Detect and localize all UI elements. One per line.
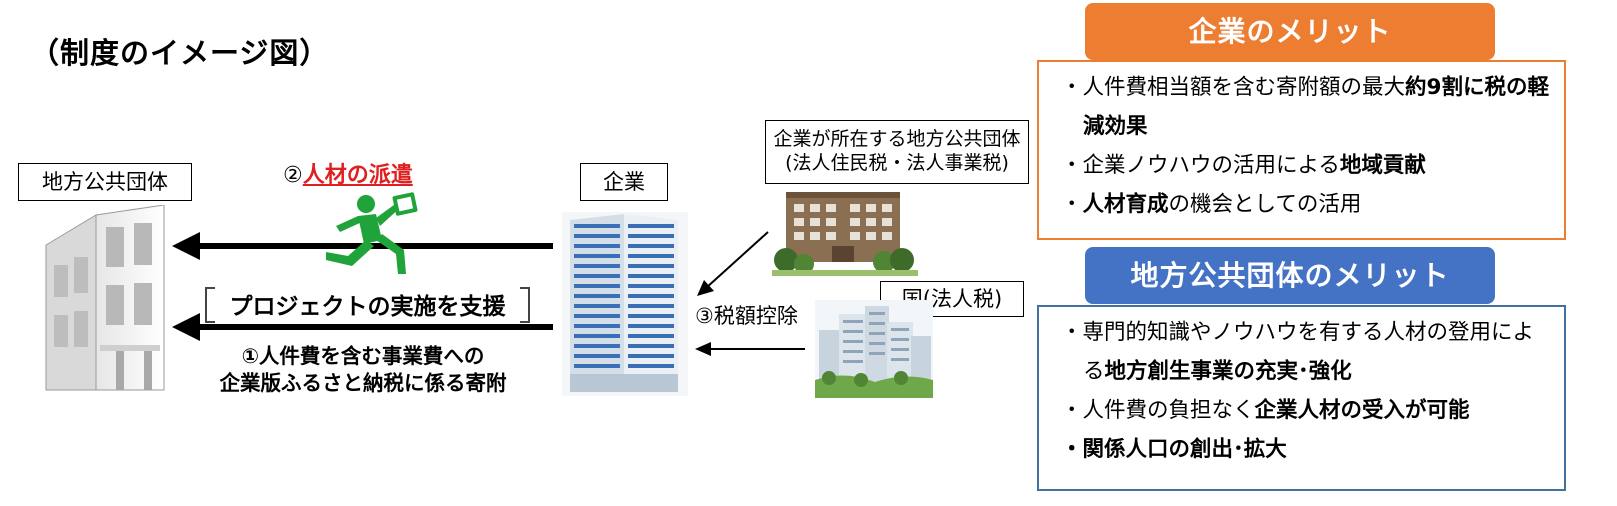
merit-text: ・専門的知識やノウハウを有する人材の登用による	[1061, 320, 1535, 384]
donation-arrow	[172, 313, 553, 341]
project-support-label: プロジェクトの実施を支援	[205, 287, 530, 323]
merit-item: ・人材育成の機会としての活用	[1061, 185, 1554, 224]
merit-emphasis: 地域貢献	[1339, 153, 1426, 178]
local-government-building-icon	[772, 192, 918, 276]
national-label: 国(法人税)	[880, 281, 1024, 317]
corp-merit-box: ・人件費相当額を含む寄附額の最大約9割に税の軽減効果・企業ノウハウの活用による地…	[1037, 60, 1566, 240]
merit-item: ・人件費相当額を含む寄附額の最大約9割に税の軽減効果	[1061, 68, 1554, 146]
lg-merit-header: 地方公共団体のメリット	[1085, 247, 1495, 304]
tax-credit-label: ③税額控除	[695, 304, 798, 328]
municipality-label: 地方公共団体	[18, 163, 192, 201]
merit-emphasis: 人材育成	[1082, 192, 1169, 217]
national-tax-arrow	[695, 342, 805, 356]
merit-text: の機会としての活用	[1168, 192, 1362, 217]
merit-text: ・	[1061, 192, 1083, 217]
lg-merit-list: ・専門的知識やノウハウを有する人材の登用による地方創生事業の充実･強化・人件費の…	[1061, 313, 1554, 469]
dispatch-label: ②人材の派遣	[283, 163, 413, 188]
lg-merit-box: ・専門的知識やノウハウを有する人材の登用による地方創生事業の充実･強化・人件費の…	[1037, 305, 1566, 491]
corp-merit-header: 企業のメリット	[1085, 3, 1495, 60]
merit-item: ・人件費の負担なく企業人材の受入が可能	[1061, 391, 1554, 430]
donation-label: ①人件費を含む事業費への 企業版ふるさと納税に係る寄附	[219, 344, 507, 395]
merit-text: ・企業ノウハウの活用による	[1061, 153, 1340, 178]
running-businessman-icon	[326, 192, 418, 274]
merit-emphasis: ・関係人口の創出･拡大	[1061, 437, 1287, 462]
corporation-label: 企業	[580, 163, 668, 201]
merit-item: ・企業ノウハウの活用による地域貢献	[1061, 146, 1554, 185]
merit-item: ・関係人口の創出･拡大	[1061, 430, 1554, 469]
city-buildings-icon	[815, 300, 933, 398]
left-bracket	[205, 287, 215, 323]
merit-text: ・人件費の負担なく	[1061, 398, 1255, 423]
dispatch-text: 人材の派遣	[302, 163, 413, 188]
city-hall-building-icon	[45, 205, 165, 391]
page-title: （制度のイメージ図）	[30, 36, 330, 70]
corp-merit-list: ・人件費相当額を含む寄附額の最大約9割に税の軽減効果・企業ノウハウの活用による地…	[1061, 68, 1554, 224]
merit-emphasis: 地方創生事業の充実･強化	[1104, 359, 1352, 384]
merit-item: ・専門的知識やノウハウを有する人材の登用による地方創生事業の充実･強化	[1061, 313, 1554, 391]
right-bracket	[520, 287, 530, 323]
merit-emphasis: 企業人材の受入が可能	[1254, 398, 1470, 423]
local-tax-arrow	[697, 231, 769, 296]
merit-emphasis: 約9割に税の軽減効果	[1083, 75, 1549, 139]
merit-text: ・人件費相当額を含む寄附額の最大	[1061, 75, 1406, 100]
office-tower-icon	[562, 212, 688, 396]
local-government-label: 企業が所在する地方公共団体 (法人住民税・法人事業税)	[765, 120, 1029, 184]
